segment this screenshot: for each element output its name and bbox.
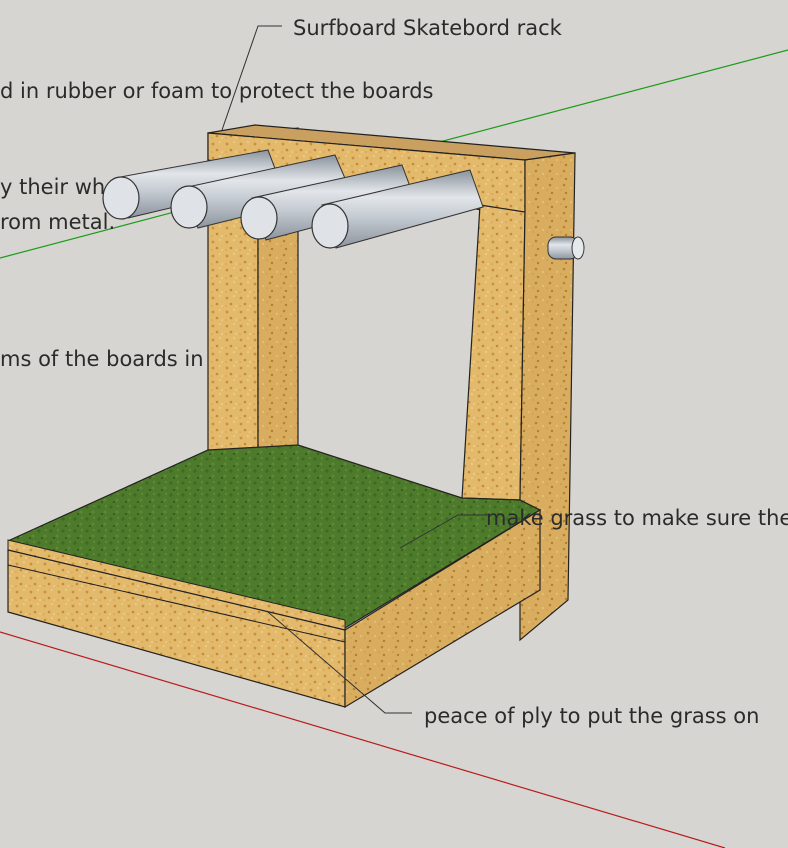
rubber-foam-note: d in rubber or foam to protect the board… — [0, 79, 434, 103]
side-peg — [547, 236, 585, 260]
grass-note: make grass to make sure the — [486, 506, 788, 530]
pipe-4 — [311, 169, 484, 249]
right-post-front — [461, 204, 526, 501]
wheels-note: y their wh — [0, 175, 106, 199]
base-side-face — [344, 508, 541, 709]
bottoms-note: ms of the boards in — [0, 347, 204, 371]
ply-seam-line — [7, 564, 346, 643]
ply-note: peace of ply to put the grass on — [424, 704, 760, 728]
ply-leader-line — [267, 611, 412, 714]
metal-note: rom metal. — [0, 210, 116, 234]
grass-leader-line — [399, 514, 488, 549]
red-axis-line — [0, 631, 726, 848]
title-label: Surfboard Skatebord rack — [293, 16, 562, 40]
title-leader-line — [221, 25, 282, 131]
